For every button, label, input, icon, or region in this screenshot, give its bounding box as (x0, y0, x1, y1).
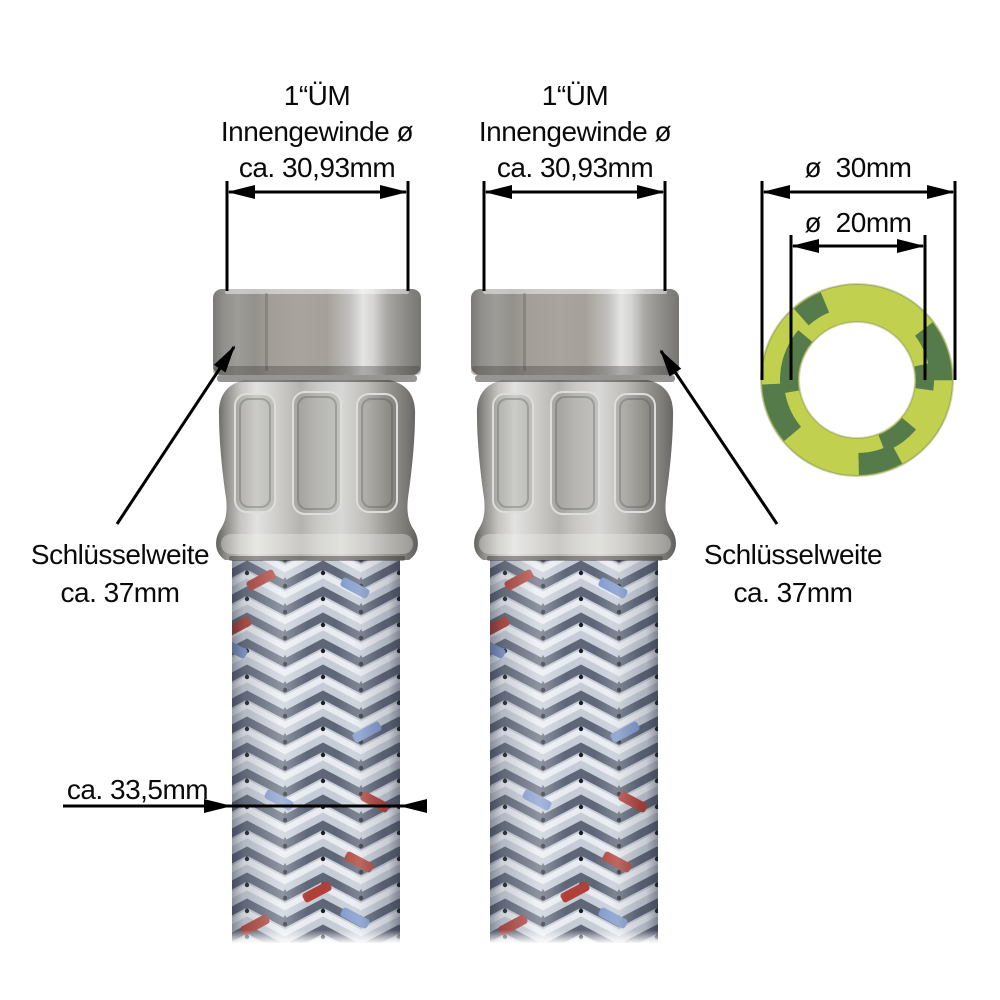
fitting-right-label: 1“ÜM Innengewinde ø ca. 30,93mm (415, 78, 735, 186)
gasket-inner-label: ø 20mm (804, 207, 912, 238)
gasket-print-marks (762, 285, 952, 475)
hose-assembly-left (213, 289, 421, 943)
gasket-inner-dimension (789, 235, 927, 380)
dimension-annotations (63, 181, 957, 813)
fitting-left-thread: Innengewinde ø (220, 116, 414, 147)
wrench-size-left-label: Schlüsselweite ca. 37mm (0, 536, 250, 612)
fitting-left-label: 1“ÜM Innengewinde ø ca. 30,93mm (157, 78, 477, 186)
hose-diameter-label: ca. 33,5mm (66, 774, 209, 805)
wrench-size-left-title: Schlüsselweite (30, 539, 210, 570)
fitting-left-diameter: ca. 30,93mm (238, 152, 396, 183)
fitting-right-diameter: ca. 30,93mm (496, 152, 654, 183)
fitting-left-size: 1“ÜM (283, 80, 351, 111)
fitting-left-dimension (225, 181, 410, 291)
hose-assembly-right (471, 289, 679, 943)
fitting-right-size: 1“ÜM (541, 80, 609, 111)
wrench-right-leader-arrow (659, 349, 779, 525)
gasket-outer-label: ø 30mm (804, 152, 912, 183)
wrench-left-leader-arrow (115, 345, 236, 525)
gasket-outer-dimension (760, 181, 957, 380)
gasket-ring (760, 283, 954, 477)
wrench-size-left-value: ca. 37mm (60, 577, 180, 608)
wrench-size-right-title: Schlüsselweite (703, 539, 883, 570)
fitting-right-thread: Innengewinde ø (478, 116, 672, 147)
wrench-size-right-label: Schlüsselweite ca. 37mm (663, 536, 923, 612)
wrench-size-right-value: ca. 37mm (733, 577, 853, 608)
fitting-right-dimension (482, 181, 667, 291)
